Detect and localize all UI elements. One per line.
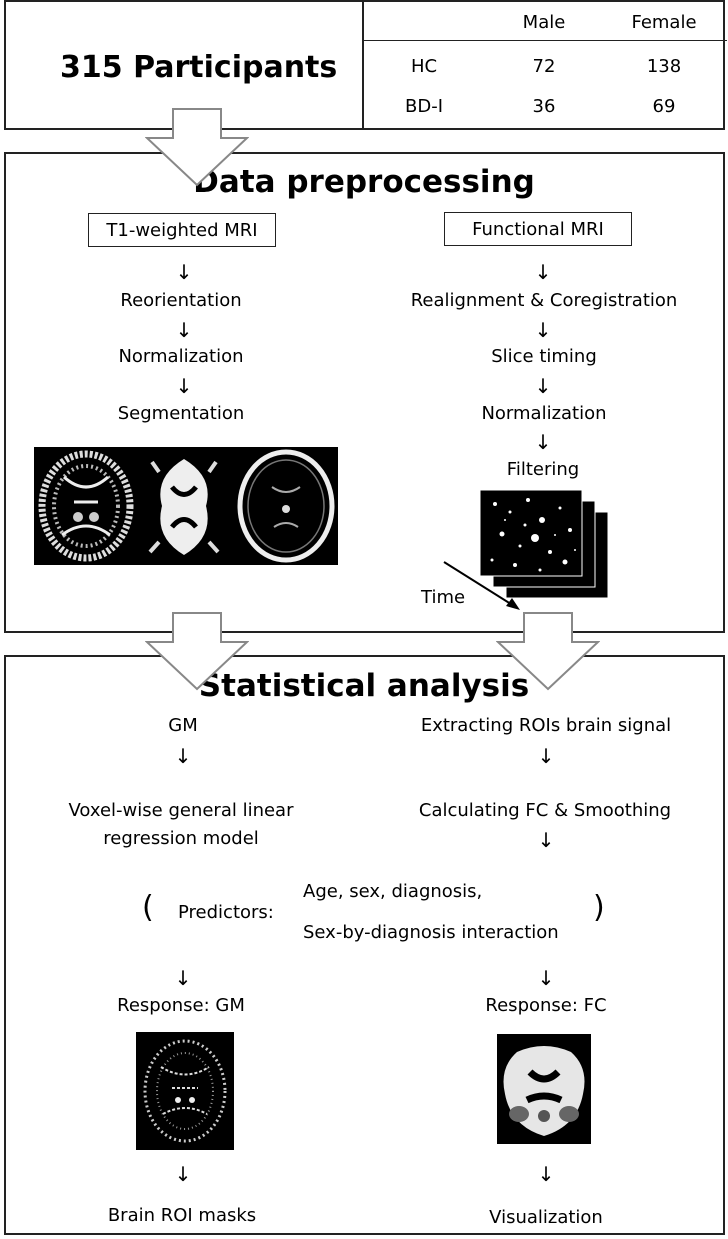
analysis-right-output: Visualization [489,1207,603,1228]
table-row-hc-male: 72 [532,56,556,77]
fmri-arrow-3: ↓ [534,374,552,398]
functional-mri-box: Functional MRI [444,212,632,246]
table-row-bdi-group: BD-I [404,96,443,117]
fmri-volume-stack [479,489,620,600]
analysis-right-response: Response: FC [485,995,607,1016]
analysis-right-arrow-2: ↓ [537,828,555,852]
flow-arrow-3 [496,612,600,691]
time-label: Time [421,587,466,608]
analysis-title: Statistical analysis [198,668,530,704]
analysis-right-arrow-4: ↓ [537,1162,555,1186]
t1-mri-box: T1-weighted MRI [88,213,276,247]
fmri-step-slice-timing: Slice timing [491,346,597,367]
table-row-hc-group: HC [410,56,438,77]
analysis-left-model-line1: Voxel-wise general linear [68,800,294,821]
participants-title: 315 Participants [60,50,338,85]
analysis-left-arrow-2: ↓ [174,966,192,990]
t1-arrow-3: ↓ [175,374,193,398]
t1-arrow-1: ↓ [175,260,193,284]
t1-arrow-2: ↓ [175,318,193,342]
open-parenthesis: ( [142,890,154,925]
close-parenthesis: ) [593,890,605,925]
t1-step-reorientation: Reorientation [120,290,242,311]
flow-arrow-1 [145,108,249,187]
t1-step-segmentation: Segmentation [117,403,245,424]
gray-matter-image [38,450,134,562]
fmri-step-realignment: Realignment & Coregistration [410,290,678,311]
fc-result-svg [503,1046,585,1136]
fmri-arrow-1: ↓ [534,260,552,284]
participants-box [4,0,725,130]
preprocessing-title: Data preprocessing [193,164,535,200]
analysis-left-input: GM [168,715,198,736]
analysis-right-input: Extracting ROIs brain signal [420,715,672,736]
fc-result-image [497,1034,591,1144]
table-header-male: Male [522,12,566,33]
brain-segmentation-svg [38,449,335,563]
analysis-right-arrow-3: ↓ [537,966,555,990]
t1-step-normalization: Normalization [118,346,244,367]
table-row-bdi-male: 36 [532,96,556,117]
predictors-line1: Age, sex, diagnosis, [303,881,483,902]
analysis-right-step: Calculating FC & Smoothing [418,800,672,821]
predictors-label: Predictors: [178,902,274,923]
analysis-left-response: Response: GM [117,995,245,1016]
analysis-left-model-line2: regression model [103,828,259,849]
time-arrow [443,561,520,610]
white-matter-image [148,459,220,555]
fmri-arrow-2: ↓ [534,318,552,342]
table-row-bdi-female: 69 [652,96,676,117]
preprocessing-box [4,152,725,633]
fmri-arrow-4: ↓ [534,430,552,454]
table-header-female: Female [631,12,697,33]
flow-arrow-2 [145,612,249,691]
gm-result-image [136,1032,234,1150]
analysis-box [4,655,725,1235]
analysis-left-output: Brain ROI masks [107,1205,257,1226]
analysis-left-arrow-1: ↓ [174,744,192,768]
fmri-step-filtering: Filtering [506,459,580,480]
analysis-right-arrow-1: ↓ [537,744,555,768]
predictors-line2: Sex-by-diagnosis interaction [303,922,559,943]
table-header-line [364,40,727,41]
fmri-volume-svg [479,489,609,599]
analysis-left-arrow-3: ↓ [174,1162,192,1186]
csf-image [237,449,335,563]
fmri-step-normalization: Normalization [481,403,607,424]
participants-table: Male Female HC 72 138 BD-I 36 69 [362,0,727,130]
table-row-hc-female: 138 [646,56,682,77]
gm-result-svg [143,1039,227,1143]
brain-segmentation-images [34,447,338,565]
